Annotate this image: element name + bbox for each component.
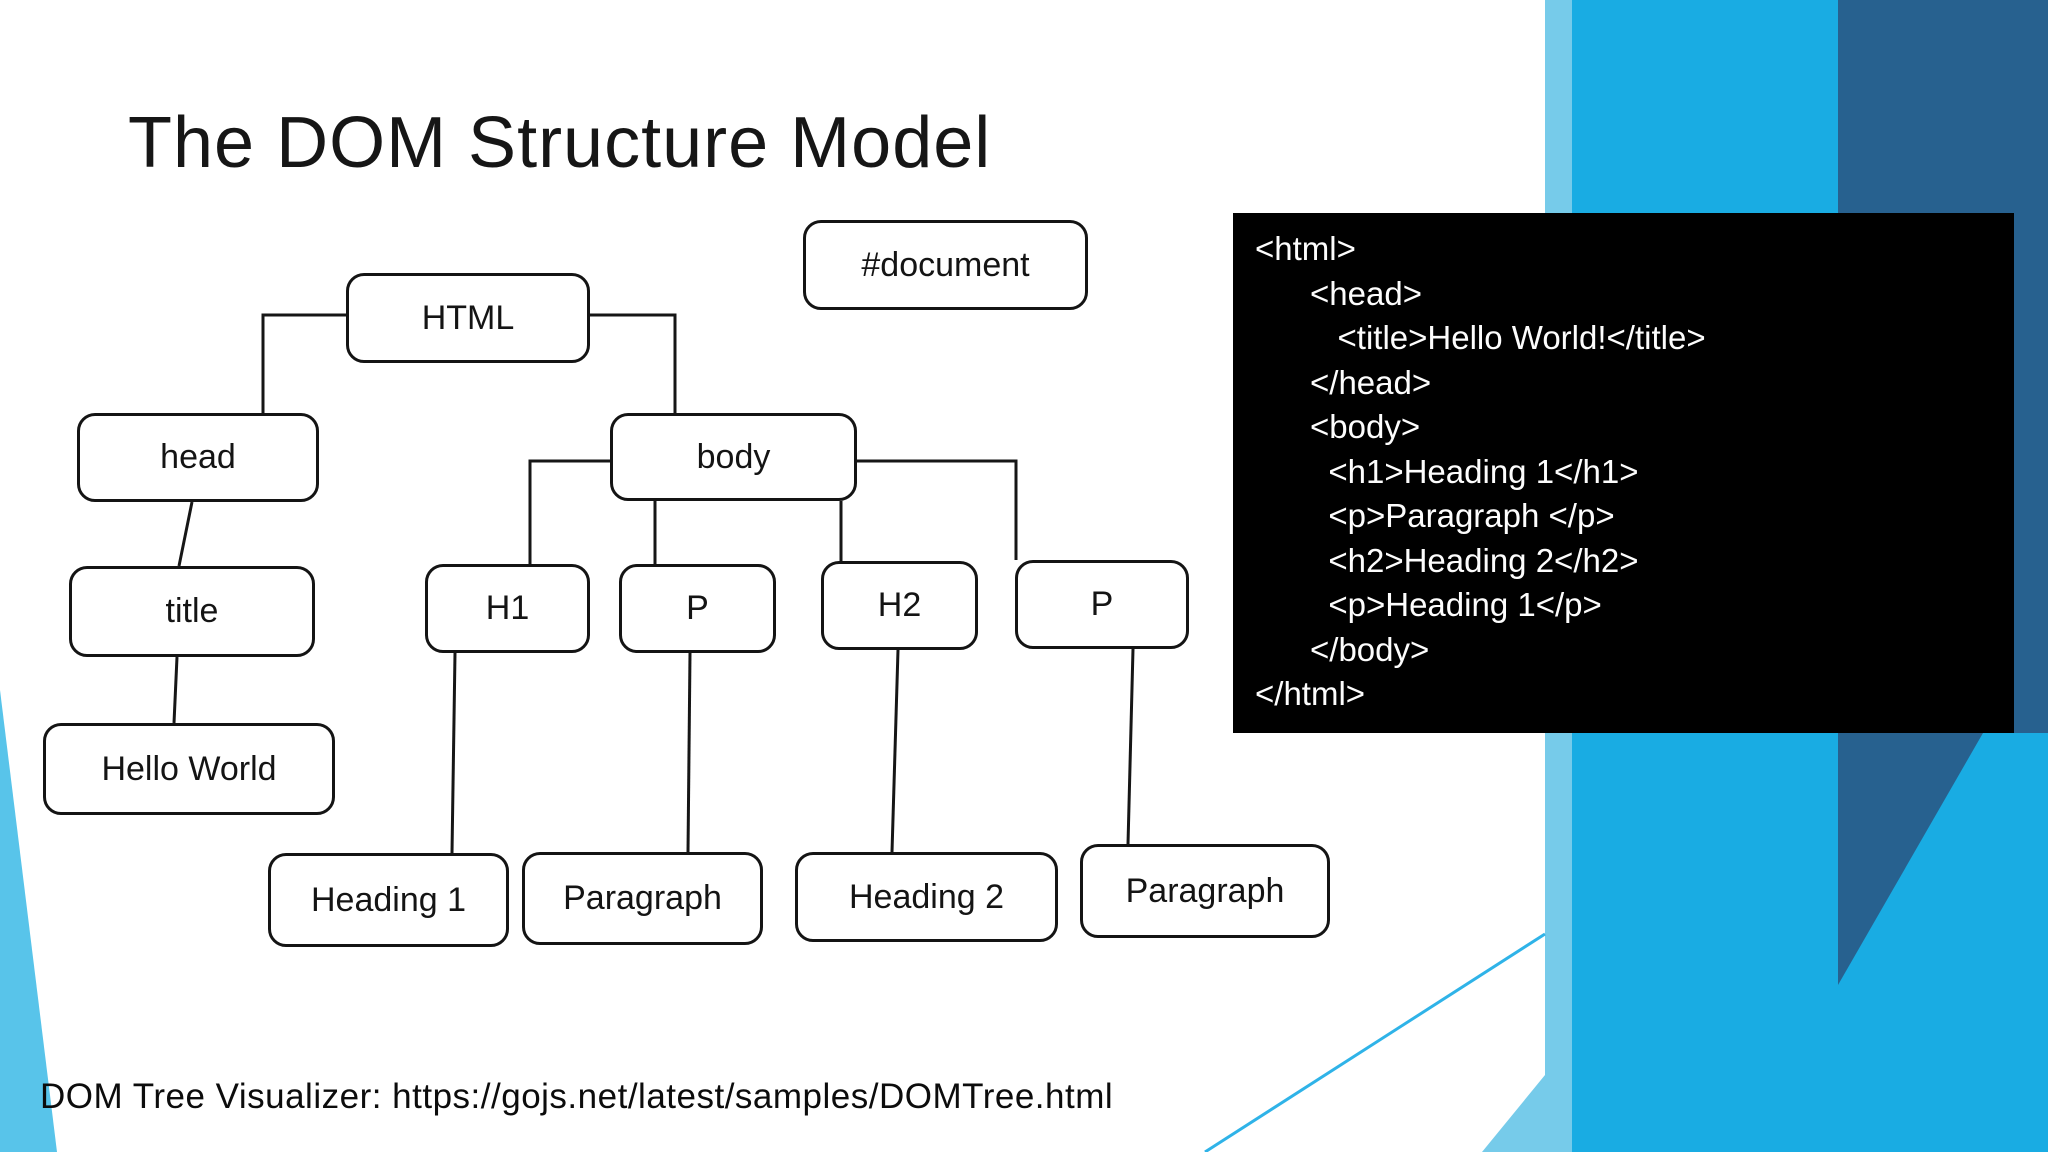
code-line: <p>Heading 1</p>: [1255, 586, 1602, 623]
tree-node-html: HTML: [346, 273, 590, 363]
node-label: #document: [861, 245, 1030, 284]
tree-node-head: head: [77, 413, 319, 502]
connector-body-h1: [528, 459, 610, 564]
tree-node-title: title: [69, 566, 315, 657]
code-line: </html>: [1255, 675, 1366, 712]
bottom-left-wedge: [0, 690, 57, 1152]
node-label: Heading 1: [310, 880, 466, 919]
code-line: <h1>Heading 1</h1>: [1255, 452, 1639, 490]
caption-link-text: DOM Tree Visualizer: https://gojs.net/la…: [40, 1077, 1114, 1116]
connector-h2-heading2: [890, 649, 900, 853]
tree-node-document: #document: [803, 220, 1088, 310]
code-line: <title>Hello World!</title>: [1255, 319, 1706, 356]
node-label: HTML: [421, 298, 515, 337]
node-label: body: [696, 437, 771, 476]
connector-h1-heading1: [450, 652, 457, 854]
connector-p1-paragraph1: [686, 652, 692, 853]
node-label: Paragraph: [563, 879, 722, 917]
node-label: Hello World: [101, 749, 277, 788]
node-label: title: [165, 592, 219, 630]
code-line: </head>: [1255, 363, 1432, 401]
node-label: head: [160, 438, 236, 476]
tree-node-heading1: Heading 1: [268, 853, 509, 947]
node-label: Heading 2: [848, 877, 1004, 916]
node-label: H2: [877, 586, 922, 624]
node-label: Paragraph: [1125, 871, 1285, 910]
bright-blue-corner-shape: [1838, 733, 2048, 1152]
code-panel: <html> <head> <title>Hello World!</title…: [1233, 213, 2014, 733]
node-label: H1: [485, 589, 530, 627]
code-line: </body>: [1255, 630, 1430, 668]
code-line: <html>: [1255, 230, 1356, 267]
code-line: <head>: [1255, 274, 1422, 312]
tree-node-heading2: Heading 2: [795, 852, 1058, 942]
code-line: <h2>Heading 2</h2>: [1255, 541, 1639, 579]
connector-head-title: [177, 501, 194, 567]
tree-node-body: body: [610, 413, 857, 501]
connector-html-body: [590, 313, 677, 413]
connector-html-head: [261, 313, 346, 413]
node-label: P: [1090, 585, 1114, 623]
page-title: The DOM Structure Model: [128, 103, 992, 183]
code-line: <body>: [1255, 408, 1421, 445]
tree-node-p2: P: [1015, 560, 1189, 649]
tree-node-hello-world: Hello World: [43, 723, 335, 815]
node-label: P: [686, 589, 709, 627]
tree-node-paragraph2: Paragraph: [1080, 844, 1330, 938]
connector-body-p2: [857, 459, 1018, 560]
code-line: <p>Paragraph </p>: [1255, 497, 1615, 534]
connector-p2-paragraph2: [1126, 648, 1135, 845]
tree-node-h2: H2: [821, 561, 978, 650]
tree-node-h1: H1: [425, 564, 590, 653]
tree-node-paragraph1: Paragraph: [522, 852, 763, 945]
connector-title-helloworld: [172, 656, 179, 724]
thin-diagonal-line: [1204, 932, 1546, 1152]
tree-node-p1: P: [619, 564, 776, 653]
